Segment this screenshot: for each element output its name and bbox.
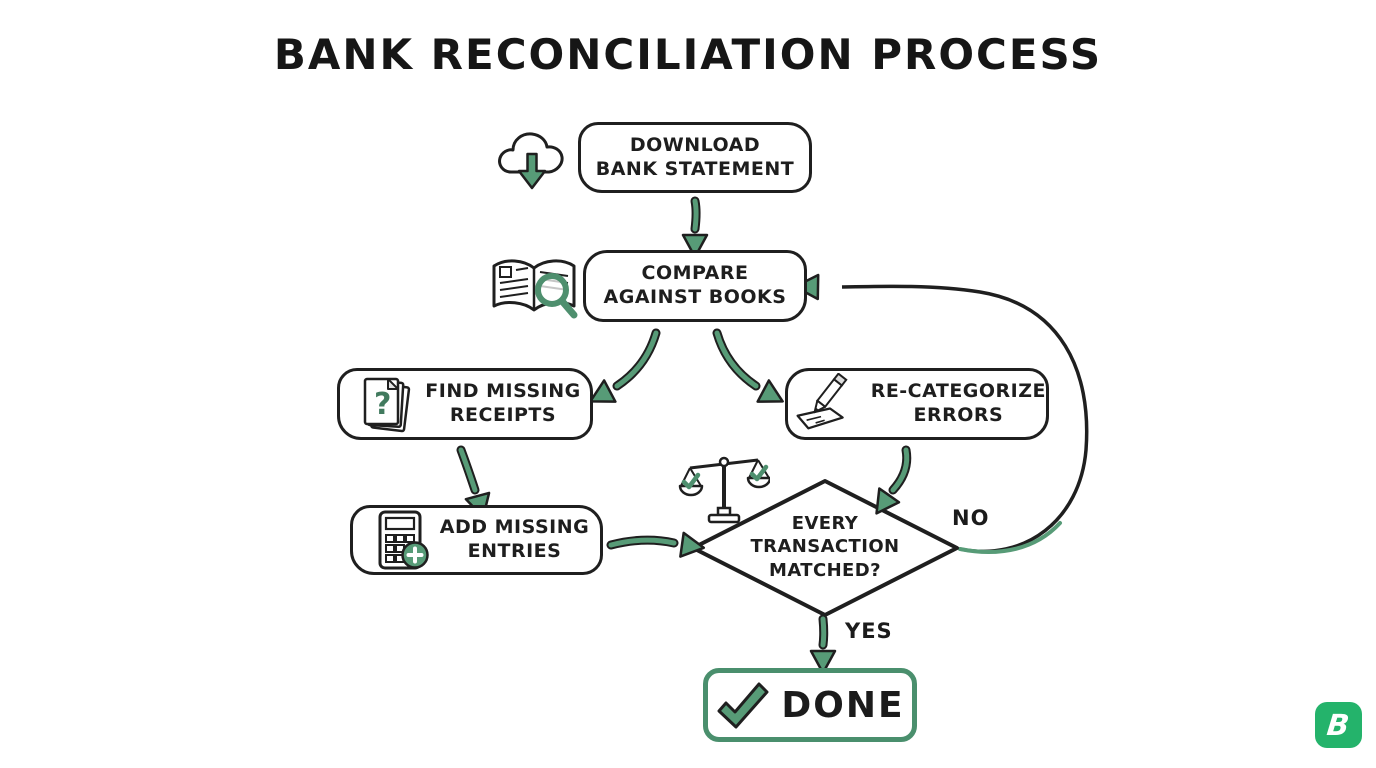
arrow-add-to-decision — [606, 531, 706, 558]
node-label: FIND MISSING RECEIPTS — [425, 380, 581, 426]
balance-scale-icon — [678, 456, 770, 524]
node-find-missing-receipts: ? FIND MISSING RECEIPTS — [337, 368, 593, 440]
arrow-download-to-compare — [681, 196, 709, 259]
checkmark-icon — [717, 682, 769, 729]
done-label: DONE — [781, 684, 905, 726]
page-title: BANK RECONCILIATION PROCESS — [273, 30, 1103, 79]
brand-logo: B — [1315, 702, 1362, 748]
node-done: DONE — [703, 668, 917, 742]
node-download-bank-statement: DOWNLOAD BANK STATEMENT — [578, 122, 812, 193]
pencil-paper-icon — [796, 373, 848, 430]
cloud-download-icon — [498, 132, 564, 190]
node-recategorize-errors: RE-CATEGORIZE ERRORS — [785, 368, 1049, 440]
edge-label-no: NO — [952, 506, 990, 530]
arrow-decision-to-done — [809, 614, 837, 675]
node-compare-against-books: COMPARE AGAINST BOOKS — [583, 250, 807, 322]
arrow-recategorize-to-decision — [875, 445, 912, 515]
node-add-missing-entries: ADD MISSING ENTRIES — [350, 505, 603, 575]
papers-question-icon: ? — [364, 377, 411, 433]
node-label: ADD MISSING ENTRIES — [439, 516, 590, 562]
edge-label-yes: YES — [845, 619, 893, 643]
calculator-plus-icon — [378, 510, 429, 570]
brand-logo-letter: B — [1325, 708, 1352, 742]
node-label: COMPARE AGAINST BOOKS — [603, 262, 787, 308]
arrow-compare-to-recategorize — [712, 328, 784, 403]
question-mark-glyph: ? — [374, 387, 391, 422]
node-label: DOWNLOAD BANK STATEMENT — [595, 133, 795, 180]
node-decision-every-transaction-matched: EVERY TRANSACTION MATCHED? — [750, 513, 900, 581]
node-label: RE-CATEGORIZE ERRORS — [870, 380, 1046, 426]
book-magnifier-icon — [492, 259, 578, 319]
arrow-compare-to-find — [589, 328, 661, 403]
